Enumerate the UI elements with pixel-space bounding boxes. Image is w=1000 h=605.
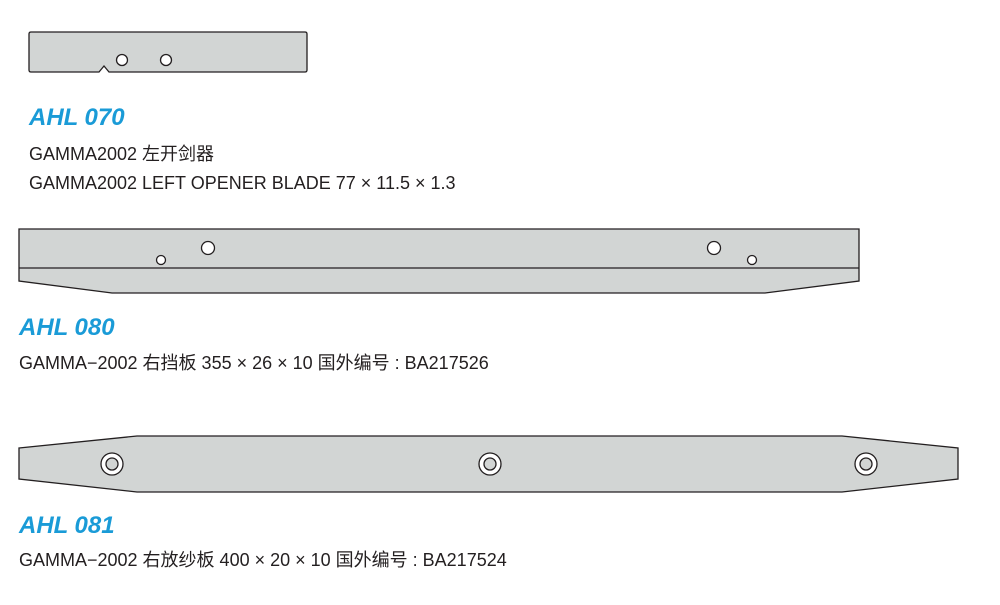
plate-081-countersunk-hole	[478, 452, 502, 476]
part-ahl-080-baffle	[18, 228, 860, 294]
baffle-080-hole	[155, 254, 167, 266]
product-description: GAMMA−2002 右放纱板 400 × 20 × 10 国外编号 : BA2…	[19, 550, 507, 570]
baffle-080-outline	[18, 228, 860, 294]
plate-081-countersunk-hole	[100, 452, 124, 476]
product-description: GAMMA−2002 右挡板 355 × 26 × 10 国外编号 : BA21…	[19, 353, 489, 373]
blade-070-outline	[28, 31, 308, 73]
blade-070-hole	[115, 53, 129, 67]
plate-081-countersunk-hole	[854, 452, 878, 476]
baffle-080-hole	[706, 240, 722, 256]
product-name-en: GAMMA2002 LEFT OPENER BLADE 77 × 11.5 × …	[29, 173, 456, 193]
product-code-ahl-081: AHL 081	[19, 512, 115, 539]
product-code-ahl-070: AHL 070	[29, 104, 125, 131]
part-ahl-070-blade	[28, 31, 308, 73]
product-name-zh: GAMMA2002 左开剑器	[29, 144, 215, 164]
baffle-080-hole	[746, 254, 758, 266]
blade-070-hole	[159, 53, 173, 67]
part-ahl-081-plate	[18, 435, 959, 493]
baffle-080-hole	[200, 240, 216, 256]
product-code-ahl-080: AHL 080	[19, 314, 115, 341]
